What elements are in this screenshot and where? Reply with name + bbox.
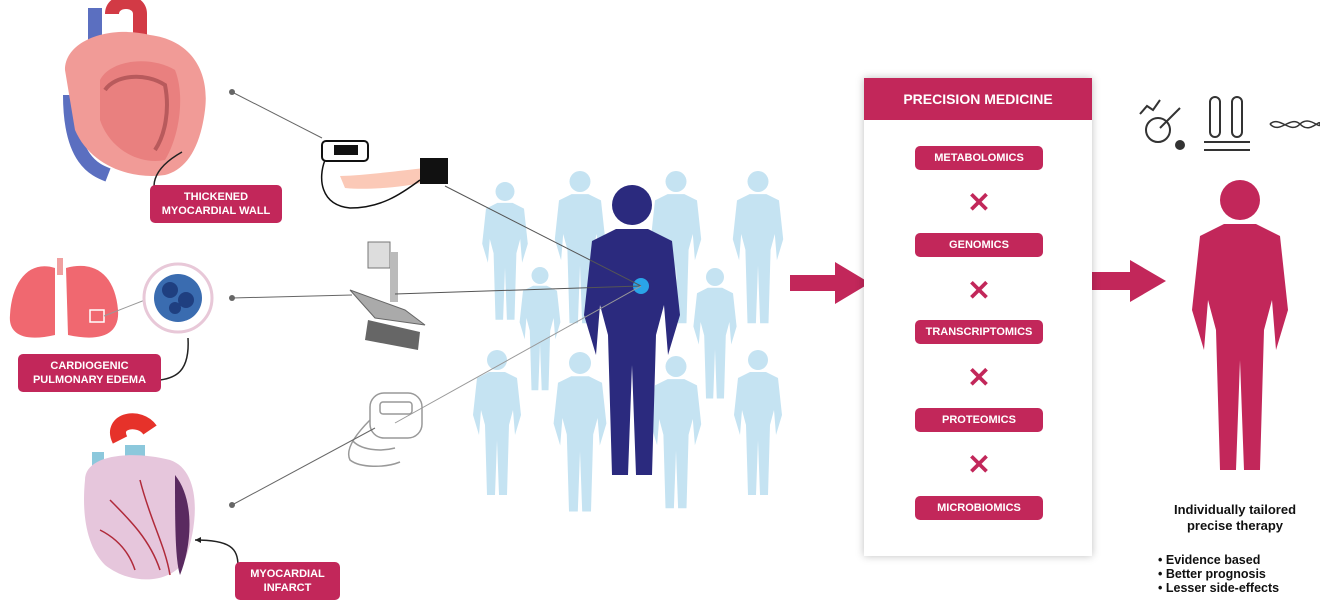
thickened-heart-illustration xyxy=(63,0,206,182)
arrow-to-therapy xyxy=(1085,260,1166,302)
cross-icon: ✕ xyxy=(967,449,991,480)
cross-icon: ✕ xyxy=(967,275,991,306)
tailored-patient-figure xyxy=(1192,180,1288,470)
label-line: THICKENED xyxy=(183,191,249,203)
pacemaker-illustration xyxy=(348,392,423,467)
omic-genomics: GENOMICS xyxy=(915,233,1043,257)
label-line: CARDIOGENIC xyxy=(50,360,129,372)
omic-microbiomics: MICROBIOMICS xyxy=(915,496,1043,520)
precision-medicine-title: PRECISION MEDICINE xyxy=(864,78,1092,120)
benefits-list: Evidence based Better prognosis Lesser s… xyxy=(1158,553,1279,595)
arrow-to-precision xyxy=(790,262,870,304)
benefit-item: Lesser side-effects xyxy=(1158,581,1279,595)
dna-icon xyxy=(1269,120,1320,129)
therapy-title-line: Individually tailored xyxy=(1173,502,1297,517)
lab-equipment-icon xyxy=(1139,99,1185,150)
omic-proteomics: PROTEOMICS xyxy=(915,408,1043,432)
label-line: MYOCARDIAL WALL xyxy=(161,205,271,217)
label-line: INFARCT xyxy=(263,582,312,594)
therapy-title-line: precise therapy xyxy=(1186,518,1284,533)
test-tubes-icon xyxy=(1204,96,1250,151)
infarct-heart-illustration xyxy=(84,413,195,580)
label-pulmonary-edema: CARDIOGENIC PULMONARY EDEMA xyxy=(18,354,161,392)
therapy-title: Individually tailored precise therapy xyxy=(1150,502,1320,534)
lungs-illustration xyxy=(9,258,214,338)
label-myocardial-infarct: MYOCARDIAL INFARCT xyxy=(235,562,340,600)
cross-icon: ✕ xyxy=(967,362,991,393)
blood-pressure-device-illustration xyxy=(320,140,448,209)
omic-transcriptomics: TRANSCRIPTOMICS xyxy=(915,320,1043,344)
label-line: MYOCARDIAL xyxy=(250,568,325,580)
label-thickened-wall: THICKENED MYOCARDIAL WALL xyxy=(150,185,282,223)
omic-metabolomics: METABOLOMICS xyxy=(915,146,1043,170)
benefit-item: Evidence based xyxy=(1158,553,1279,567)
xray-machine-illustration xyxy=(349,241,426,350)
label-line: PULMONARY EDEMA xyxy=(32,374,147,386)
benefit-item: Better prognosis xyxy=(1158,567,1279,581)
cross-icon: ✕ xyxy=(967,187,991,218)
